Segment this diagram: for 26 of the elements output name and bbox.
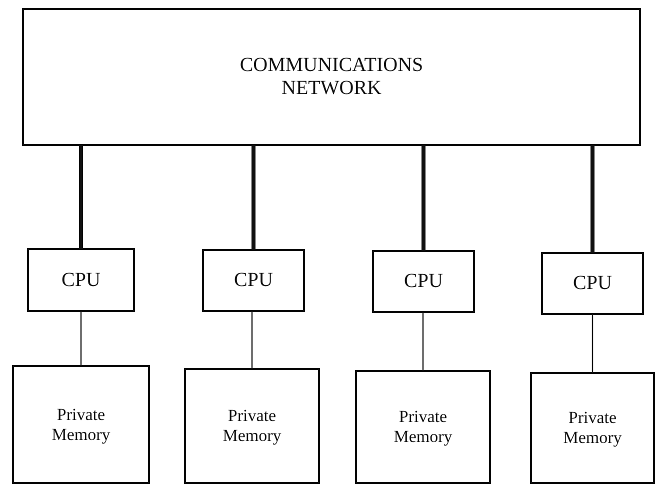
connector-line (251, 312, 253, 368)
cpu-box (541, 252, 644, 315)
memory-box (530, 372, 655, 484)
memory-box (355, 370, 491, 484)
network-box (22, 8, 641, 146)
cpu-box (202, 249, 305, 312)
connector-line (79, 146, 83, 248)
box-label: CPU (573, 272, 612, 295)
box-label: CPU (62, 268, 100, 292)
connector-line (590, 146, 594, 252)
memory-box (12, 365, 150, 484)
box-label: CPU (234, 269, 273, 292)
box-label: Private Memory (562, 408, 623, 448)
cpu-box (372, 250, 475, 313)
connector-line (422, 313, 424, 370)
box-label: Private Memory (50, 404, 112, 444)
connector-line (80, 312, 82, 365)
connector-line (252, 146, 256, 249)
box-label: Private Memory (392, 407, 454, 447)
connector-line (422, 146, 426, 250)
box-label: COMMUNICATIONS NETWORK (238, 54, 424, 100)
cpu-box (27, 248, 135, 312)
box-label: Private Memory (222, 406, 282, 446)
memory-box (184, 368, 320, 484)
connector-line (592, 315, 594, 372)
box-label: CPU (404, 270, 443, 293)
